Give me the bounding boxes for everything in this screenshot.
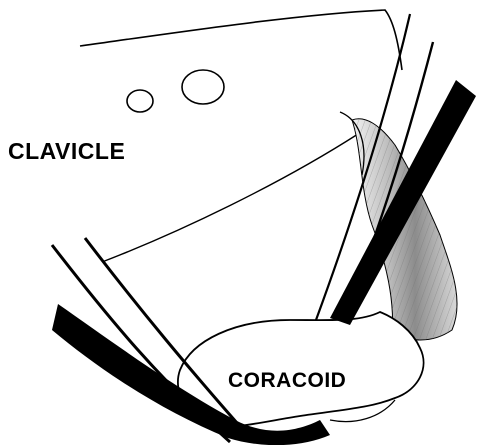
clavicle-outline bbox=[80, 10, 402, 70]
ligament-line bbox=[102, 134, 358, 262]
coracoid-label: CORACOID bbox=[228, 369, 346, 393]
clavicle-foramen-small bbox=[127, 90, 153, 112]
clavicle-foramen-large bbox=[182, 70, 224, 104]
clavicle-label: CLAVICLE bbox=[8, 138, 125, 165]
